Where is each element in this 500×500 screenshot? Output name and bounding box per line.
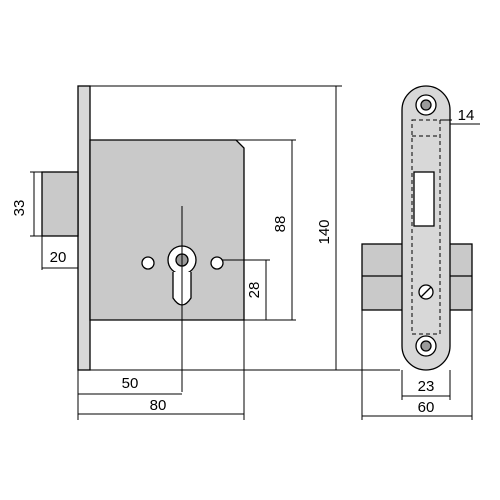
dimension-faceplate-width: 60	[361, 310, 473, 420]
front-faceplate	[77, 85, 91, 371]
screw-hole-right	[210, 256, 224, 270]
dimension-faceplate-thickness: 14	[440, 107, 480, 125]
label-bolt-projection: 20	[50, 249, 67, 266]
dimension-body-width: 80	[78, 320, 245, 420]
dimension-total-height: 140	[90, 85, 400, 371]
side-hidden-slot	[411, 119, 441, 335]
label-bolt-height: 33	[11, 200, 28, 217]
screw-hole-left	[141, 256, 155, 270]
label-cylinder-offset: 28	[246, 282, 263, 299]
side-bottom-screw	[415, 335, 437, 357]
label-total-height: 140	[316, 219, 333, 244]
label-faceplate-thickness: 14	[458, 107, 475, 124]
label-faceplate-width: 60	[418, 399, 435, 416]
dimension-backset: 50	[77, 370, 182, 420]
label-backset: 50	[122, 375, 139, 392]
label-bolt-width: 23	[418, 378, 435, 395]
front-lock-body	[89, 139, 245, 321]
label-body-width: 80	[150, 397, 167, 414]
side-bolt-slot	[413, 171, 435, 227]
dimension-bolt-width: 23	[401, 370, 451, 400]
label-body-height: 88	[272, 216, 289, 233]
side-faceplate	[401, 85, 451, 371]
side-mid-screw	[418, 284, 434, 300]
front-bolt	[41, 171, 79, 237]
side-top-screw	[415, 94, 437, 116]
dimension-bolt-projection: 20	[41, 236, 78, 270]
dimension-bolt-height: 33	[11, 171, 42, 237]
dimension-cylinder-offset: 28	[222, 259, 270, 320]
dimension-body-height: 88	[236, 139, 296, 321]
